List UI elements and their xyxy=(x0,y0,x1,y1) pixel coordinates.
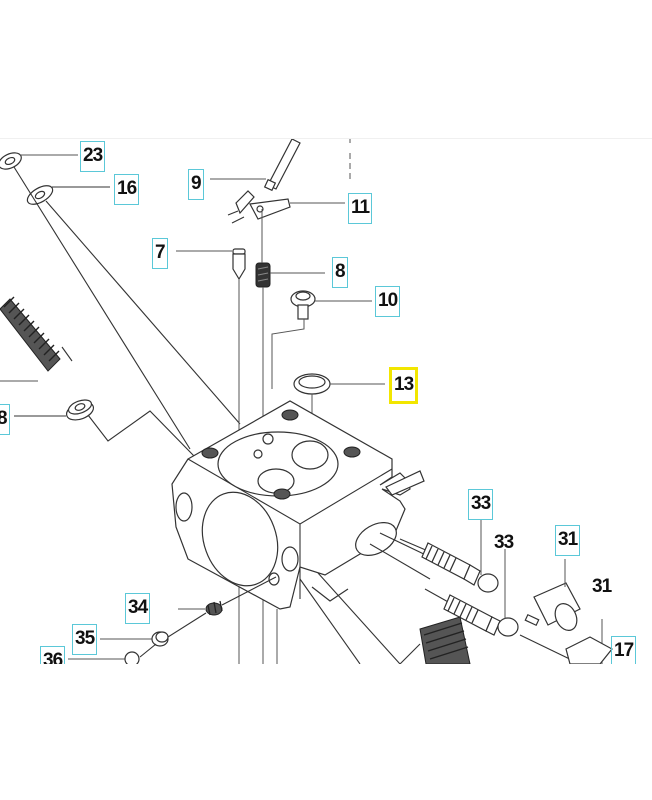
callout-34[interactable]: 34 xyxy=(125,593,151,624)
callout-31-upper[interactable]: 31 xyxy=(555,525,581,556)
callout-8[interactable]: 8 xyxy=(332,257,348,288)
part-33-screw-lower xyxy=(424,588,519,637)
part-11-lever xyxy=(227,190,291,224)
part-23-washer xyxy=(0,152,22,170)
part-spring-bottom xyxy=(399,616,471,664)
part-spring-left xyxy=(0,296,73,372)
part-10-screw xyxy=(290,290,316,320)
part-7-needle xyxy=(232,248,246,281)
callout-23[interactable]: 23 xyxy=(80,141,106,172)
part-8-spring xyxy=(255,262,271,288)
callout-36[interactable]: 36 xyxy=(40,646,66,664)
callout-13-selected[interactable]: 13 xyxy=(389,367,419,404)
callout-7[interactable]: 7 xyxy=(152,238,168,269)
callout-35[interactable]: 35 xyxy=(72,624,98,655)
part-16-washer xyxy=(26,185,54,205)
part-13-gasket xyxy=(293,373,331,395)
callout-17[interactable]: 17 xyxy=(611,636,637,664)
part-carburetor-body xyxy=(171,400,425,610)
diagram-frame: 23 16 9 11 7 8 10 13 8 33 33 31 31 17 34… xyxy=(0,138,652,664)
part-35-seal xyxy=(151,631,169,647)
callout-11[interactable]: 11 xyxy=(348,193,373,224)
part-9-shaft xyxy=(263,139,301,192)
part-34-spring xyxy=(205,600,223,616)
callout-16[interactable]: 16 xyxy=(114,174,140,205)
callout-10[interactable]: 10 xyxy=(375,286,401,317)
callout-31-lower: 31 xyxy=(592,576,612,597)
callout-9[interactable]: 9 xyxy=(188,169,204,200)
part-36-ball xyxy=(124,651,140,664)
parts-drawing xyxy=(0,139,613,664)
callout-8-left[interactable]: 8 xyxy=(0,404,10,435)
part-33-screw-upper xyxy=(399,538,499,593)
part-31-limiter-cap xyxy=(524,582,581,631)
part-8-bushing-left xyxy=(65,399,95,421)
callout-33-upper[interactable]: 33 xyxy=(468,489,494,520)
callout-33-lower: 33 xyxy=(494,532,514,553)
